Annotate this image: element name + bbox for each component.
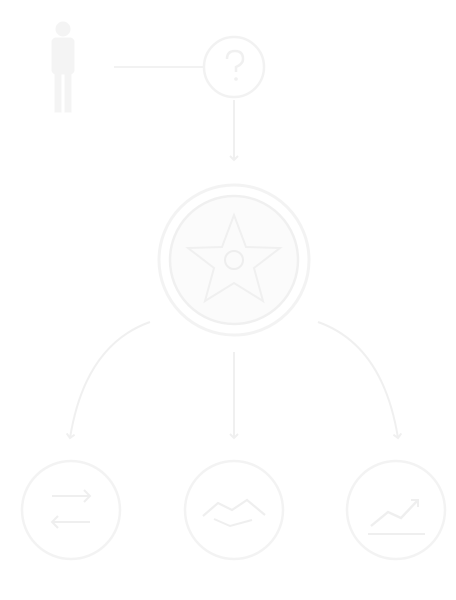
arrow-to-left: [65, 321, 151, 440]
arrow-to-right: [317, 321, 403, 440]
network-hub-icon: [157, 183, 311, 337]
question-icon: [202, 35, 266, 99]
person-icon: [51, 21, 75, 113]
handshake-icon: [183, 459, 285, 561]
exchange-icon: [20, 459, 122, 561]
growth-chart-icon: [345, 459, 447, 561]
